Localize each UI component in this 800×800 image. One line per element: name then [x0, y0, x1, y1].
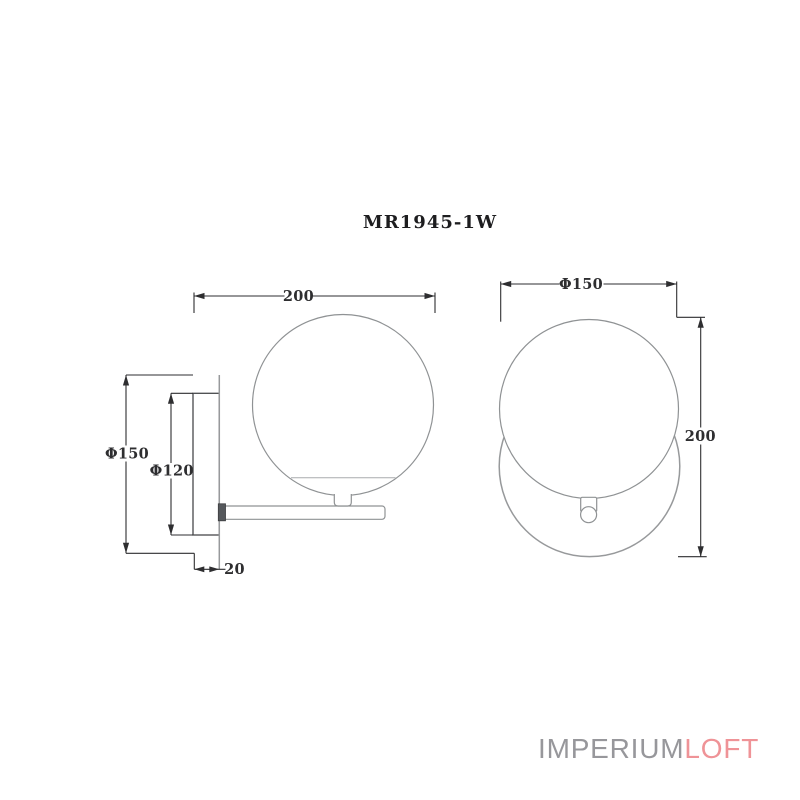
front-dim-height-label: 200 — [685, 428, 716, 445]
side-dim-depth: 20 — [193, 553, 245, 578]
front-dim-globe-diameter: Φ150 — [500, 276, 678, 322]
side-arm — [222, 505, 386, 520]
brand-logo: IMPERIUMLOFT — [538, 733, 759, 765]
front-dim-height: 200 — [676, 316, 716, 558]
front-view: Φ150 200 — [498, 276, 716, 558]
front-dim-globe-diameter-label: Φ150 — [559, 276, 603, 293]
brand-logo-imperium: IMPERIUM — [538, 733, 685, 764]
side-dim-plate-diameter-label: Φ150 — [105, 445, 149, 462]
side-dim-canopy-diameter-label: Φ120 — [150, 463, 194, 480]
front-arm-end-knob — [579, 506, 598, 524]
side-dim-depth-label: 20 — [224, 561, 245, 578]
side-globe-circle — [251, 313, 435, 497]
side-dim-plate-diameter: Φ150 — [105, 374, 195, 554]
side-dim-projection: 200 — [193, 288, 436, 313]
side-arm-wall-stub — [217, 503, 226, 522]
side-wall-plate-rect — [192, 392, 220, 536]
side-dim-canopy-diameter: Φ120 — [150, 392, 194, 536]
product-code-title: MR1945-1W — [362, 212, 498, 233]
side-view: 200 Φ150 Φ120 — [105, 288, 436, 578]
side-globe-collar — [333, 494, 352, 507]
brand-logo-loft: LOFT — [684, 733, 760, 764]
side-dim-projection-label: 200 — [283, 288, 314, 305]
front-globe-circle — [498, 318, 680, 500]
